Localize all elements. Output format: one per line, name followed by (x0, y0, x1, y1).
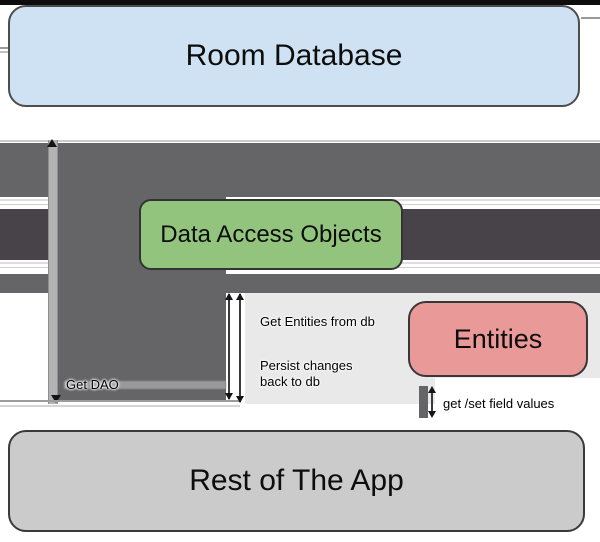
get-set-arrow-head-bottom-icon (428, 411, 436, 418)
get-dao-arrow-shaft (48, 140, 58, 404)
node-rest-of-the-app: Rest of The App (8, 430, 585, 532)
get-set-arrow-head-top-icon (428, 386, 436, 393)
edge-label-get-entities-from-db: Get Entities from db (260, 314, 375, 329)
column-bottom-line-1 (0, 400, 240, 402)
dao-entities-arrow-2-head-top-icon (236, 293, 244, 300)
edge-bleed-line-right (581, 17, 600, 19)
node-room-database-label: Room Database (185, 39, 403, 72)
top-edge-bar (0, 0, 600, 5)
band-top-highlight (0, 140, 600, 142)
edge-label-get-set-field-values: get /set field values (443, 396, 555, 411)
dao-entities-arrow-1-head-bottom-icon (225, 393, 233, 400)
edge-bleed-line-left-2 (0, 51, 9, 53)
get-set-arrow-line (431, 388, 433, 416)
node-data-access-objects: Data Access Objects (139, 199, 403, 270)
column-bottom-line-2 (0, 405, 240, 407)
node-entities: Entities (408, 301, 588, 377)
node-room-database: Room Database (8, 5, 580, 107)
node-rest-of-the-app-label: Rest of The App (189, 464, 404, 497)
edge-bleed-line-left-1 (0, 47, 9, 49)
node-data-access-objects-label: Data Access Objects (160, 220, 382, 248)
dao-entities-arrow-1-head-top-icon (225, 293, 233, 300)
dao-entities-arrow-2-line (239, 294, 241, 402)
dao-entities-panel-lower (245, 378, 435, 404)
get-dao-strip (64, 381, 226, 389)
get-dao-arrowhead-bottom-icon (51, 395, 61, 403)
get-set-thick-bar (419, 386, 428, 418)
dao-entities-arrow-1-line (228, 294, 230, 399)
thick-arrow-column (58, 143, 226, 400)
edge-label-persist-changes: Persist changes back to db (260, 358, 353, 389)
get-dao-arrowhead-top-icon (47, 139, 57, 147)
node-entities-label: Entities (453, 323, 543, 354)
edge-label-get-dao: Get DAO (66, 377, 119, 392)
dao-entities-arrow-2-head-bottom-icon (236, 396, 244, 403)
